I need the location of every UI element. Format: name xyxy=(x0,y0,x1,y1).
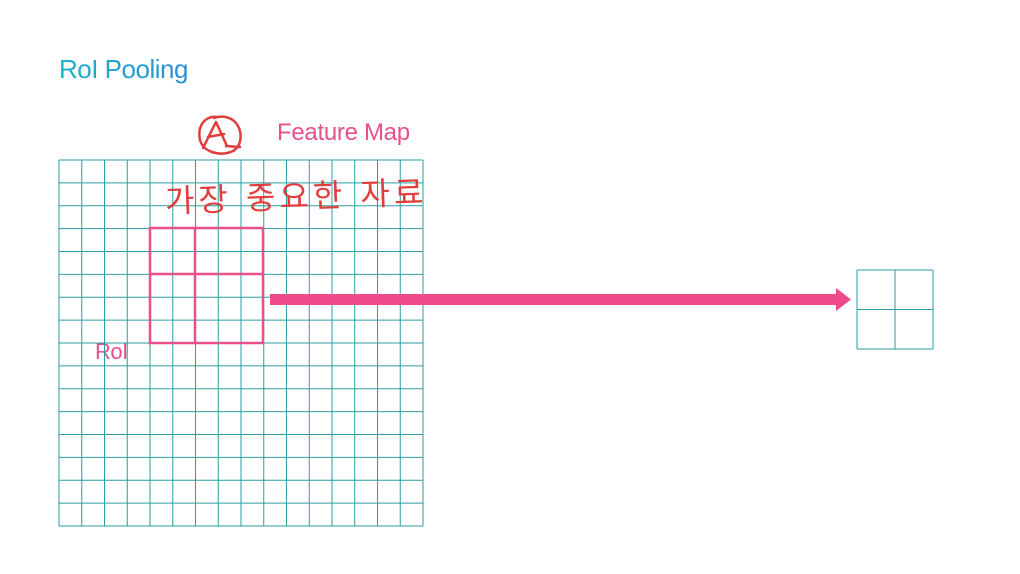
feature-map-label: Feature Map xyxy=(277,119,410,146)
pooling-arrow xyxy=(270,288,851,311)
arrow-shaft xyxy=(270,294,838,305)
handwritten-note: 가장 중요한 자료 xyxy=(164,173,428,220)
circled-a-annotation xyxy=(198,115,242,155)
roi-outline xyxy=(148,226,265,345)
arrow-head xyxy=(836,288,851,311)
output-grid xyxy=(856,269,934,350)
slide-title: RoI Pooling xyxy=(59,54,188,84)
roi-box xyxy=(148,226,265,345)
